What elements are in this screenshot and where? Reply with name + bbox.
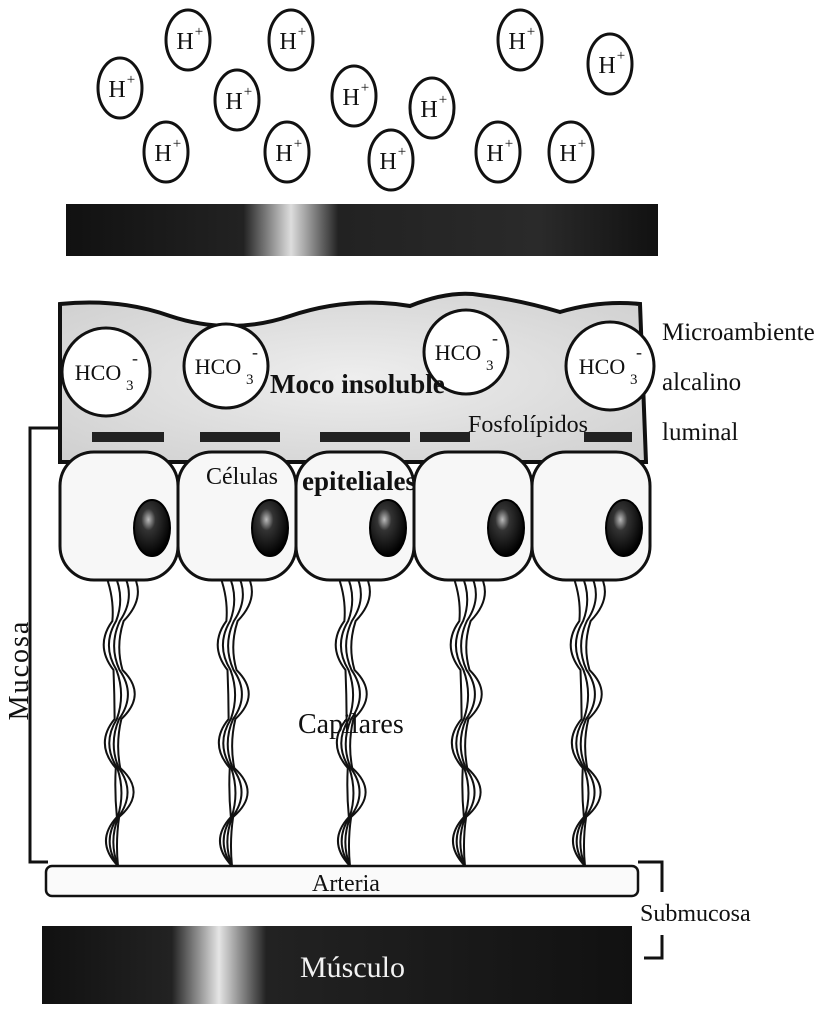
hydrogen-ion-symbol: H [379, 149, 396, 175]
epithelial-cell [60, 452, 178, 580]
hydrogen-ion-symbol: H [342, 85, 359, 111]
hydrogen-ion-charge: + [127, 72, 135, 88]
hydrogen-ion-charge: + [398, 144, 406, 160]
bicarbonate-ion-formula: HCO [75, 360, 121, 385]
bicarbonate-ion-subscript: 3 [630, 372, 638, 388]
epithelial-cell [414, 452, 532, 580]
bicarbonate-ion-formula: HCO [579, 354, 625, 379]
hydrogen-ion-symbol: H [508, 29, 525, 55]
hydrogen-ion: H+ [166, 10, 210, 70]
hydrogen-ion-charge: + [578, 136, 586, 152]
hydrogen-ion: H+ [144, 122, 188, 182]
hydrogen-ion: H+ [498, 10, 542, 70]
capillary-bundle [571, 572, 605, 866]
hydrogen-ion-symbol: H [154, 141, 171, 167]
muscle-label: Músculo [300, 951, 405, 984]
hydrogen-ion-symbol: H [486, 141, 503, 167]
mucus-label: Moco insoluble [270, 369, 445, 399]
microenvironment-label-line3: luminal [662, 419, 738, 446]
hydrogen-ion-symbol: H [598, 53, 615, 79]
hydrogen-ion: H+ [265, 122, 309, 182]
capillaries-label: Capilares [298, 709, 404, 740]
hydrogen-ion: H+ [269, 10, 313, 70]
hydrogen-ion-symbol: H [108, 77, 125, 103]
hydrogen-ion-charge: + [439, 92, 447, 108]
hydrogen-ion-symbol: H [279, 29, 296, 55]
hydrogen-ions: H+H+H+H+H+H+H+H+H+H+H+H+H+ [98, 10, 632, 190]
hydrogen-ion: H+ [476, 122, 520, 182]
hydrogen-ion: H+ [369, 130, 413, 190]
hydrogen-ion-charge: + [361, 80, 369, 96]
hydrogen-ion-charge: + [195, 24, 203, 40]
luminal-dark-band [66, 204, 658, 256]
hydrogen-ion-charge: + [244, 84, 252, 100]
hydrogen-ion: H+ [98, 58, 142, 118]
cells-label-word2: epiteliales [302, 466, 416, 496]
hydrogen-ion: H+ [549, 122, 593, 182]
hydrogen-ion: H+ [588, 34, 632, 94]
bicarbonate-ion-subscript: 3 [486, 358, 494, 374]
mucosa-label: Mucosa [4, 620, 35, 721]
bicarbonate-ion: HCO 3 - [62, 328, 150, 416]
hydrogen-ion: H+ [332, 66, 376, 126]
hydrogen-ion-symbol: H [559, 141, 576, 167]
hydrogen-ion-symbol: H [176, 29, 193, 55]
bicarbonate-ion-charge: - [636, 342, 642, 362]
arteriole-label: Arteria [312, 871, 380, 897]
microenvironment-label-line1: Microambiente [662, 319, 815, 346]
cell-nucleus [488, 500, 524, 556]
hydrogen-ion: H+ [215, 70, 259, 130]
hydrogen-ion-symbol: H [225, 89, 242, 115]
cell-nucleus [252, 500, 288, 556]
bicarbonate-ion-charge: - [252, 342, 258, 362]
submucosa-label: Submucosa [640, 901, 751, 927]
cell-nucleus [370, 500, 406, 556]
bicarbonate-ion: HCO 3 - [184, 324, 268, 408]
hydrogen-ion-symbol: H [275, 141, 292, 167]
hydrogen-ion-symbol: H [420, 97, 437, 123]
bicarbonate-ion-formula: HCO [435, 340, 481, 365]
hydrogen-ion: H+ [410, 78, 454, 138]
bicarbonate-ion-subscript: 3 [126, 378, 134, 394]
hydrogen-ion-charge: + [505, 136, 513, 152]
bicarbonate-ion-charge: - [492, 328, 498, 348]
hydrogen-ion-charge: + [298, 24, 306, 40]
capillary-bundle [218, 572, 252, 866]
capillary-bundle [104, 572, 138, 866]
microenvironment-label-line2: alcalino [662, 369, 741, 396]
cell-nucleus [134, 500, 170, 556]
bicarbonate-ion-formula: HCO [195, 354, 241, 379]
hydrogen-ion-charge: + [527, 24, 535, 40]
hydrogen-ion-charge: + [173, 136, 181, 152]
hydrogen-ion-charge: + [294, 136, 302, 152]
bicarbonate-ion: HCO 3 - [566, 322, 654, 410]
cells-label-word1: Células [206, 464, 278, 490]
phospholipids-label: Fosfolípidos [468, 412, 588, 438]
bicarbonate-ion-charge: - [132, 348, 138, 368]
bicarbonate-ion-subscript: 3 [246, 372, 254, 388]
capillary-bundle [451, 572, 485, 866]
cell-nucleus [606, 500, 642, 556]
epithelial-cell [532, 452, 650, 580]
hydrogen-ion-charge: + [617, 48, 625, 64]
